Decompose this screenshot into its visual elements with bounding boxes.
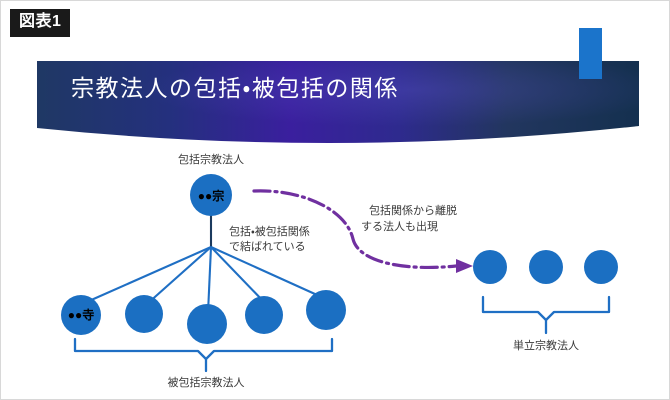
- bottom-group-label: 被包括宗教法人: [168, 375, 245, 389]
- connector-to-child-2: [146, 246, 212, 305]
- child-node-circle-4: [245, 296, 283, 334]
- page-title: 宗教法人の包括・被包括の関係: [71, 75, 399, 101]
- independent-nodes-group: [473, 250, 618, 284]
- bottom-group-brace: [73, 337, 334, 373]
- child-node-circle-5: [306, 290, 346, 330]
- parent-node-text: ●●宗: [198, 188, 225, 203]
- right-group-brace: [481, 295, 611, 335]
- child-node-text: ●●寺: [68, 307, 95, 322]
- relation-label-line1: 包括・被包括関係: [229, 224, 310, 238]
- breakaway-arrowhead: [456, 259, 473, 273]
- top-node-label: 包括宗教法人: [178, 152, 244, 166]
- child-node-circle-1: [61, 295, 101, 335]
- parent-node-circle: [190, 174, 232, 216]
- child-nodes-group: [61, 290, 346, 344]
- connector-to-child-4: [210, 246, 267, 305]
- connector-lines: [88, 215, 327, 314]
- connector-to-child-5: [210, 246, 327, 300]
- independent-node-circle-2: [529, 250, 563, 284]
- child-node-circle-2: [125, 295, 163, 333]
- breakaway-label-line1: 包括関係から離脱: [369, 203, 457, 217]
- independent-node-circle-3: [584, 250, 618, 284]
- right-group-label: 単立宗教法人: [513, 338, 579, 352]
- figure-badge: 図表1: [10, 9, 71, 37]
- child-node-circle-3: [187, 304, 227, 344]
- breakaway-arrow: [252, 189, 473, 273]
- breakaway-label-line2: する法人も出現: [361, 220, 438, 233]
- connector-to-child-3: [206, 246, 213, 314]
- independent-node-circle-1: [473, 250, 507, 284]
- relation-label-line2: で結ばれている: [229, 240, 306, 253]
- connector-to-child-1: [88, 246, 212, 302]
- breakaway-arrow-path: [252, 189, 458, 270]
